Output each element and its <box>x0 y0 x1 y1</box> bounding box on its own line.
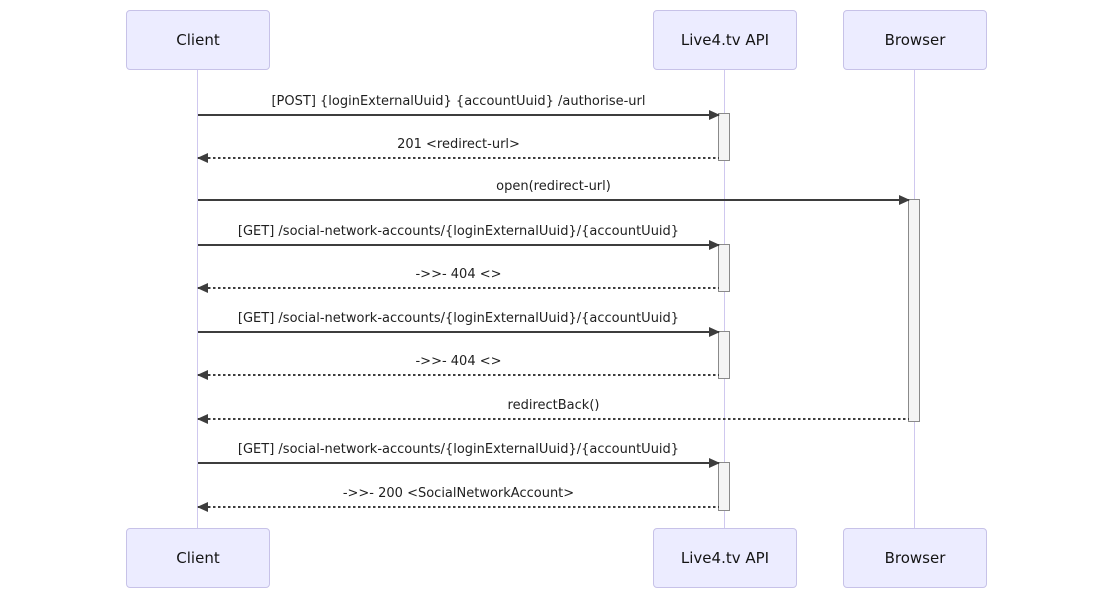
arrowhead-left-icon <box>197 283 208 293</box>
lifeline-client <box>197 70 198 528</box>
message-label: [GET] /social-network-accounts/{loginExt… <box>237 311 680 326</box>
message-line <box>198 374 719 376</box>
message-label: [POST] {loginExternalUuid} {accountUuid}… <box>271 94 646 109</box>
actor-browser-bottom: Browser <box>843 528 987 588</box>
activation-api-4 <box>718 462 730 511</box>
arrowhead-left-icon <box>197 414 208 424</box>
message-post-authorise-url: [POST] {loginExternalUuid} {accountUuid}… <box>198 88 720 120</box>
message-line <box>198 462 719 464</box>
message-line <box>198 418 909 420</box>
arrowhead-right-icon <box>709 240 720 250</box>
message-line <box>198 114 719 116</box>
message-label: 201 <redirect-url> <box>397 137 520 152</box>
message-404-response-1: ->>- 404 <> <box>197 261 719 293</box>
actor-browser-bottom-label: Browser <box>884 549 946 567</box>
actor-api-top: Live4.tv API <box>653 10 797 70</box>
message-label: [GET] /social-network-accounts/{loginExt… <box>237 442 680 457</box>
actor-client-top: Client <box>126 10 270 70</box>
arrowhead-right-icon <box>899 195 910 205</box>
actor-browser-top: Browser <box>843 10 987 70</box>
arrowhead-right-icon <box>709 110 720 120</box>
actor-api-bottom: Live4.tv API <box>653 528 797 588</box>
message-redirect-back: redirectBack() <box>197 392 909 424</box>
message-get-social-network-accounts-2: [GET] /social-network-accounts/{loginExt… <box>198 305 720 337</box>
activation-api-3 <box>718 331 730 379</box>
actor-client-bottom: Client <box>126 528 270 588</box>
message-get-social-network-accounts-3: [GET] /social-network-accounts/{loginExt… <box>198 436 720 468</box>
message-label: ->>- 404 <> <box>415 354 502 369</box>
message-line <box>198 287 719 289</box>
actor-client-top-label: Client <box>176 31 220 49</box>
message-line <box>198 244 719 246</box>
activation-api-2 <box>718 244 730 292</box>
message-label: ->>- 404 <> <box>415 267 502 282</box>
lifeline-api <box>724 70 725 528</box>
arrowhead-left-icon <box>197 502 208 512</box>
message-label: redirectBack() <box>507 398 600 413</box>
arrowhead-left-icon <box>197 370 208 380</box>
message-404-response-2: ->>- 404 <> <box>197 348 719 380</box>
arrowhead-right-icon <box>709 458 720 468</box>
message-line <box>198 506 719 508</box>
message-label: ->>- 200 <SocialNetworkAccount> <box>342 486 575 501</box>
actor-browser-top-label: Browser <box>884 31 946 49</box>
actor-api-bottom-label: Live4.tv API <box>680 549 770 567</box>
message-line <box>198 199 909 201</box>
message-200-social-network-account: ->>- 200 <SocialNetworkAccount> <box>197 480 719 512</box>
actor-client-bottom-label: Client <box>176 549 220 567</box>
activation-api-1 <box>718 113 730 161</box>
message-label: [GET] /social-network-accounts/{loginExt… <box>237 224 680 239</box>
message-201-redirect-url: 201 <redirect-url> <box>197 131 719 163</box>
message-open-redirect-url: open(redirect-url) <box>198 173 910 205</box>
arrowhead-right-icon <box>709 327 720 337</box>
actor-api-top-label: Live4.tv API <box>680 31 770 49</box>
message-line <box>198 157 719 159</box>
message-line <box>198 331 719 333</box>
message-label: open(redirect-url) <box>496 179 611 194</box>
arrowhead-left-icon <box>197 153 208 163</box>
message-get-social-network-accounts-1: [GET] /social-network-accounts/{loginExt… <box>198 218 720 250</box>
activation-browser <box>908 199 920 422</box>
